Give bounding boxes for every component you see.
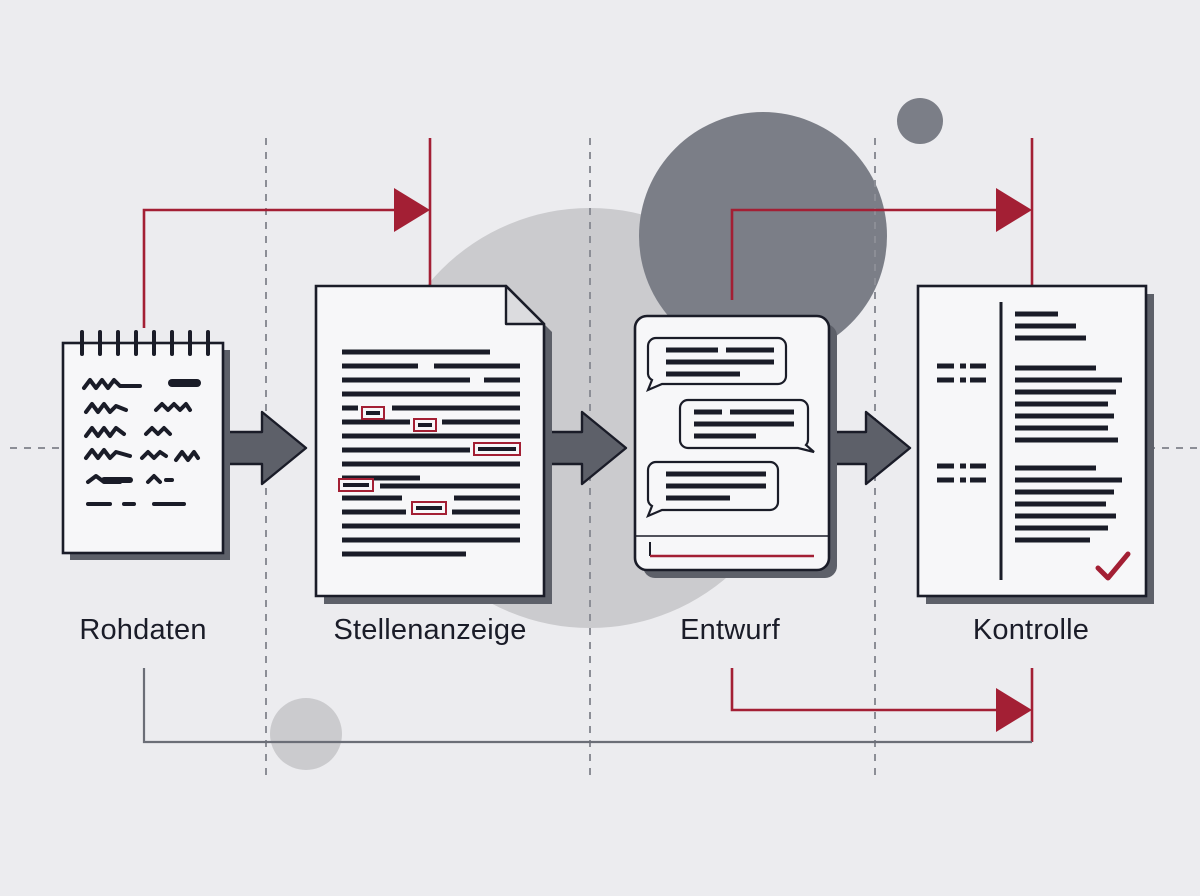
connector-raw-to-job <box>142 208 400 328</box>
arrowhead-job <box>394 188 430 232</box>
document-icon <box>314 284 552 604</box>
chat-text-lines <box>666 347 794 501</box>
connector-draft-to-review-top <box>730 208 1000 300</box>
flow-arrow-1 <box>220 410 308 486</box>
notepad-rings <box>80 330 210 356</box>
document-page <box>314 284 546 598</box>
small-dark-circle <box>897 98 943 144</box>
notepad-icon <box>61 330 230 560</box>
large-dark-circle <box>639 112 887 360</box>
stage-label-draft: Entwurf <box>680 614 780 646</box>
arrowhead-review-top <box>996 188 1032 232</box>
connector-draft-to-review-bottom <box>730 668 1000 712</box>
review-text-lines <box>1015 311 1122 543</box>
stage-label-review: Kontrolle <box>972 614 1090 646</box>
checkmark-icon <box>1095 551 1131 581</box>
stage-label-job: Stellenanzeige <box>333 614 527 646</box>
document-text-lines <box>342 349 520 557</box>
review-margin-notes <box>937 363 986 483</box>
red-connectors <box>142 138 1034 742</box>
checked-document-icon <box>916 284 1154 604</box>
document-fold <box>504 284 546 326</box>
stage-label-raw: Rohdaten <box>79 614 207 646</box>
grey-connector <box>142 668 1032 744</box>
chat-bubble-3 <box>645 460 780 519</box>
small-light-circle <box>270 698 342 770</box>
notepad-page <box>61 341 225 555</box>
flow-arrow-3 <box>826 410 912 486</box>
red-arrowheads <box>394 188 1032 732</box>
guide-lines <box>10 138 1198 780</box>
notepad-scribbles <box>82 378 201 506</box>
arrowhead-review-bottom <box>996 688 1032 732</box>
chat-window-icon <box>633 314 837 578</box>
